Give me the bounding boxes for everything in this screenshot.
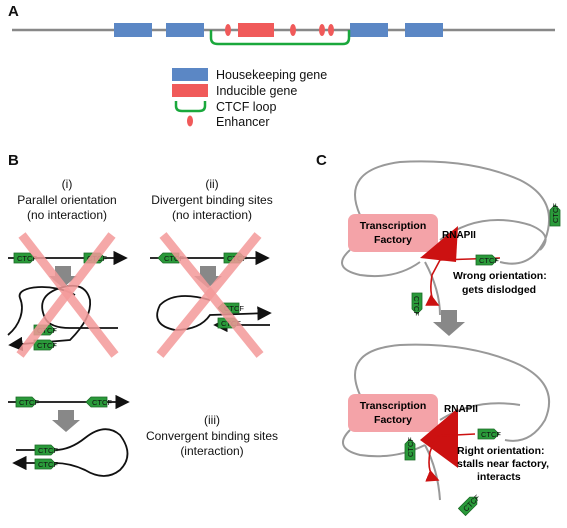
- svg-text:CTCF: CTCF: [224, 304, 244, 313]
- legend-enhancer-swatch: [187, 115, 193, 127]
- housekeeping-gene-4: [405, 23, 443, 37]
- c-top-factory-line1: Transcription: [360, 220, 427, 232]
- b-iii-ctcf-2: CTCF: [85, 396, 112, 408]
- c-top-ctcf-3: CTCF: [411, 292, 423, 316]
- b-ii-arrow-shaft: [200, 266, 216, 276]
- svg-text:CTCF: CTCF: [164, 254, 184, 263]
- c-down-arrow: [433, 322, 465, 336]
- b-ii-cross-2: [156, 232, 262, 358]
- svg-text:CTCF: CTCF: [17, 254, 37, 263]
- b-ii-line2: (no interaction): [172, 208, 252, 222]
- c-top-wrong-line2: gets dislodged: [462, 284, 536, 296]
- c-top-factory: [348, 214, 438, 252]
- b-i-line2: (no interaction): [27, 208, 107, 222]
- c-bottom-right-line3: interacts: [477, 471, 521, 483]
- inducible-gene: [238, 23, 274, 37]
- c-top-ctcf-1: CTCF: [475, 254, 499, 266]
- b-iii-down-arrow: [52, 420, 80, 432]
- housekeeping-gene-3: [350, 23, 388, 37]
- enhancer-1: [225, 24, 231, 36]
- c-bottom-ctcf-1: CTCF: [477, 428, 501, 440]
- svg-text:CTCF: CTCF: [37, 341, 57, 350]
- svg-text:CTCF: CTCF: [551, 203, 560, 223]
- b-iii-ctcf-3: CTCF: [34, 444, 58, 456]
- b-i-number: (i): [62, 177, 73, 191]
- panel-b-label: B: [8, 152, 19, 169]
- b-i-diagram: CTCF CTCF CTCF CTCF: [7, 232, 128, 358]
- enhancer-2: [290, 24, 296, 36]
- c-bottom-right-line2: stalls near factory,: [457, 458, 549, 470]
- c-top-rnapii-label: RNAPII: [442, 230, 476, 241]
- b-i-arrow-shaft: [55, 266, 71, 276]
- b-ii-line1: Divergent binding sites: [151, 193, 272, 207]
- legend: Housekeeping gene Inducible gene CTCF lo…: [172, 68, 327, 129]
- housekeeping-gene-1: [114, 23, 152, 37]
- enhancer-4: [328, 24, 334, 36]
- b-iii-line2: (interaction): [180, 444, 243, 458]
- b-iii-diagram: CTCF CTCF CTCF CTCF: [8, 394, 130, 477]
- b-i-ctcf-3: CTCF: [33, 324, 57, 336]
- legend-enhancer-label: Enhancer: [216, 115, 270, 129]
- b-i-ctcf-1: CTCF: [13, 252, 37, 264]
- svg-text:CTCF: CTCF: [412, 296, 421, 316]
- c-bottom-right-line1: Right orientation:: [457, 445, 545, 457]
- b-iii-ctcf-1: CTCF: [15, 396, 39, 408]
- svg-text:CTCF: CTCF: [481, 430, 501, 439]
- legend-inducible-swatch: [172, 84, 208, 97]
- c-bottom-rnapii-label: RNAPII: [444, 404, 478, 415]
- b-iii-arrow-shaft: [58, 410, 74, 420]
- c-bottom-factory-line2: Factory: [374, 414, 412, 426]
- b-iii-line1: Convergent binding sites: [146, 429, 278, 443]
- b-i-ctcf-4: CTCF: [33, 339, 57, 351]
- c-top-wrong-line1: Wrong orientation:: [453, 270, 547, 282]
- panel-c-label: C: [316, 152, 327, 169]
- c-arrow-shaft: [441, 310, 457, 322]
- b-ii-ctcf-1: CTCF: [157, 252, 184, 264]
- c-top-rnapii-triangle: [420, 226, 458, 262]
- legend-ctcf-loop-label: CTCF loop: [216, 100, 276, 114]
- legend-housekeeping-swatch: [172, 68, 208, 81]
- svg-text:CTCF: CTCF: [92, 398, 112, 407]
- c-bottom-scenario: Transcription Factory RNAPII CTCF CTCF C…: [341, 343, 550, 516]
- svg-text:CTCF: CTCF: [479, 256, 499, 265]
- legend-ctcf-loop-swatch: [174, 101, 207, 113]
- svg-text:CTCF: CTCF: [406, 437, 415, 457]
- c-top-factory-line2: Factory: [374, 234, 412, 246]
- c-bottom-ctcf-2: CTCF: [404, 437, 416, 461]
- b-ii-diagram: CTCF CTCF CTCF CTCF: [150, 232, 272, 358]
- b-i-line1: Parallel orientation: [17, 193, 116, 207]
- c-bottom-ctcf-3: CTCF: [458, 493, 482, 516]
- gene-track: [12, 23, 555, 46]
- legend-inducible-label: Inducible gene: [216, 84, 297, 98]
- panel-a-label: A: [8, 3, 19, 20]
- ctcf-loop: [209, 30, 351, 46]
- b-i-cross-2: [16, 232, 116, 358]
- svg-text:CTCF: CTCF: [38, 460, 58, 469]
- b-iii-ctcf-4: CTCF: [34, 458, 58, 470]
- b-iii-number: (iii): [204, 413, 220, 427]
- legend-housekeeping-label: Housekeeping gene: [216, 68, 327, 82]
- b-ii-number: (ii): [205, 177, 218, 191]
- enhancer-3: [319, 24, 325, 36]
- b-ii-ctcf-3: CTCF: [217, 302, 244, 314]
- c-bottom-factory-line1: Transcription: [360, 400, 427, 412]
- c-top-ctcf-2: CTCF: [549, 203, 561, 227]
- housekeeping-gene-2: [166, 23, 204, 37]
- svg-text:CTCF: CTCF: [37, 326, 57, 335]
- svg-text:CTCF: CTCF: [461, 493, 482, 514]
- c-bottom-rnapii-triangle: [420, 408, 458, 468]
- c-top-scenario: Transcription Factory RNAPII CTCF CTCF C…: [341, 160, 561, 316]
- svg-text:CTCF: CTCF: [38, 446, 58, 455]
- c-bottom-factory: [348, 394, 438, 432]
- svg-text:CTCF: CTCF: [19, 398, 39, 407]
